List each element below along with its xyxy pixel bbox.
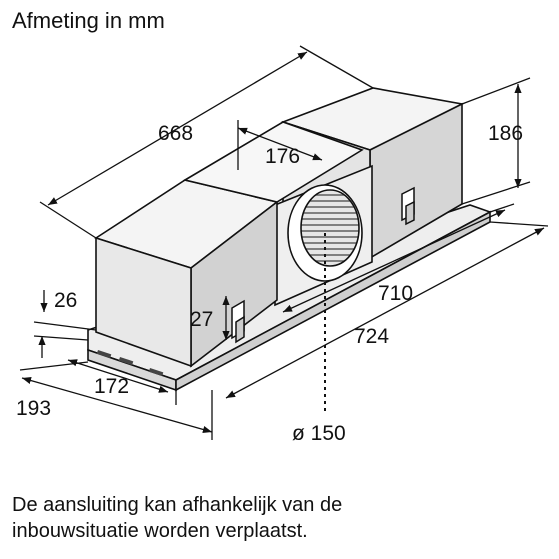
dim-193: 193: [16, 397, 51, 420]
dim-172: 172: [94, 375, 129, 398]
dim-710: 710: [378, 282, 413, 305]
note-line-2: inbouwsituatie worden verplaatst.: [12, 520, 308, 542]
left-clamp: [231, 299, 245, 344]
dim-26: 26: [54, 289, 77, 312]
note-line-1: De aansluiting kan afhankelijk van de: [12, 494, 343, 516]
dimension-lines: [19, 45, 549, 440]
dim-27: 27: [190, 308, 213, 331]
dim-724: 724: [354, 325, 389, 348]
diagram-title: Afmeting in mm: [12, 8, 165, 33]
dim-176: 176: [265, 145, 300, 168]
dim-186: 186: [488, 122, 523, 145]
installation-note: De aansluiting kan afhankelijk van de in…: [12, 492, 342, 544]
dim-duct-diameter: ø 150: [292, 422, 346, 445]
dim-668: 668: [158, 122, 193, 145]
right-clamp: [401, 186, 415, 226]
